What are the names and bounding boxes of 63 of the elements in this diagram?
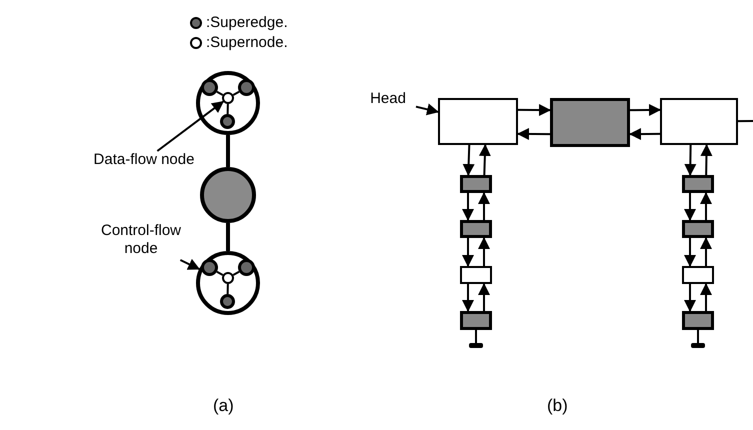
arrow [478, 237, 490, 266]
connector-line [226, 135, 230, 167]
superedge-box [460, 311, 492, 330]
superedge-circle [201, 259, 218, 276]
superedge-circle [220, 114, 235, 129]
arrow [630, 104, 661, 116]
arrow [684, 193, 696, 221]
superedge-box [682, 220, 714, 238]
connector-line [226, 104, 229, 114]
supernode-box [682, 266, 714, 284]
superedge-box [550, 98, 630, 147]
arrow [462, 144, 475, 176]
arrow [684, 144, 696, 176]
supernode-circle [222, 272, 234, 284]
superedge-circle [220, 294, 235, 309]
connector-line [226, 223, 230, 251]
supernode-box [660, 98, 738, 145]
connector-line [216, 270, 224, 276]
legend-text: :Superedge. [206, 14, 288, 31]
arrow [684, 284, 696, 312]
superedge-box [460, 175, 492, 193]
superedge-circle [238, 79, 255, 96]
node-label: Control-flow node [86, 222, 196, 260]
connector-line [216, 90, 224, 96]
supernode-box [460, 266, 492, 284]
panel-label: (b) [547, 396, 568, 416]
superedge-box [460, 220, 492, 238]
legend-text: :Supernode. [206, 34, 288, 51]
arrow [700, 237, 712, 266]
arrow [462, 284, 474, 312]
supernode-circle [196, 251, 260, 315]
superedge-box [682, 311, 714, 330]
node-label: Data-flow node [84, 151, 204, 171]
arrow [462, 238, 474, 267]
arrow [700, 192, 712, 220]
supernode-box [438, 98, 518, 145]
arrow [518, 104, 551, 116]
arrow [629, 128, 660, 140]
arrow [180, 258, 200, 270]
arrow [478, 192, 490, 220]
arrow [700, 283, 712, 311]
panel-label: (a) [213, 396, 234, 416]
arrow [684, 238, 696, 267]
arrow [462, 193, 474, 221]
arrow [156, 100, 224, 152]
supernode-circle [222, 92, 234, 104]
connector-line [475, 330, 477, 343]
connector-line [232, 90, 240, 96]
node-label: Head [360, 90, 416, 110]
ground-terminal [469, 343, 483, 348]
supernode-circle [196, 71, 260, 135]
arrow [478, 283, 490, 311]
ground-terminal [691, 343, 705, 348]
connector-line [226, 284, 229, 294]
arrow [517, 128, 550, 140]
superedge-box [682, 175, 714, 193]
connector-line [232, 270, 240, 276]
arrow [478, 144, 491, 176]
superedge-circle [238, 259, 255, 276]
arrow [700, 144, 712, 176]
arrow [416, 104, 439, 116]
superedge-circle [201, 79, 218, 96]
connector-line [697, 330, 699, 343]
